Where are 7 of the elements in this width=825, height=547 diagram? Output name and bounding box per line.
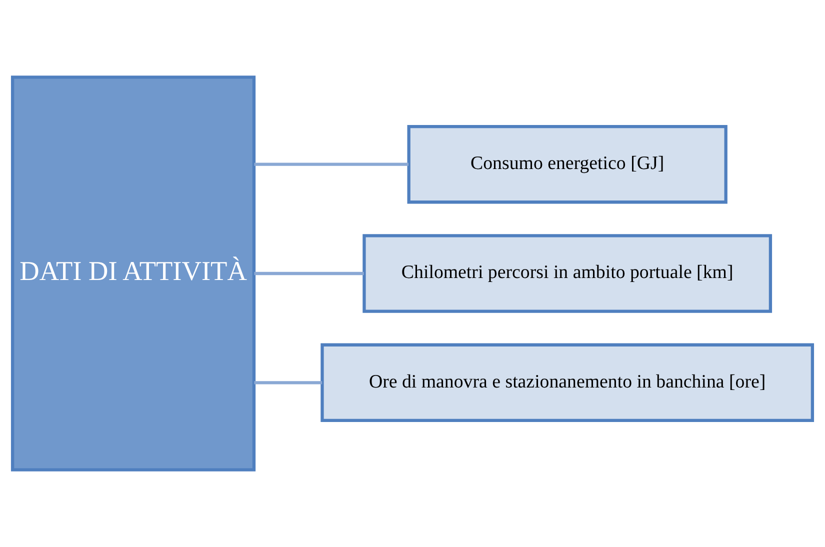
connector <box>254 381 322 384</box>
node-box: DATI DI ATTIVITÀ <box>10 76 256 472</box>
connector <box>254 162 408 166</box>
node-box: Chilometri percorsi in ambito portuale [km] <box>362 234 772 313</box>
node-box: Consumo energetico [GJ] <box>407 124 728 204</box>
connector <box>254 272 364 276</box>
node-box: Ore di manovra e stazionanemento in banchina [ore] <box>320 343 814 422</box>
